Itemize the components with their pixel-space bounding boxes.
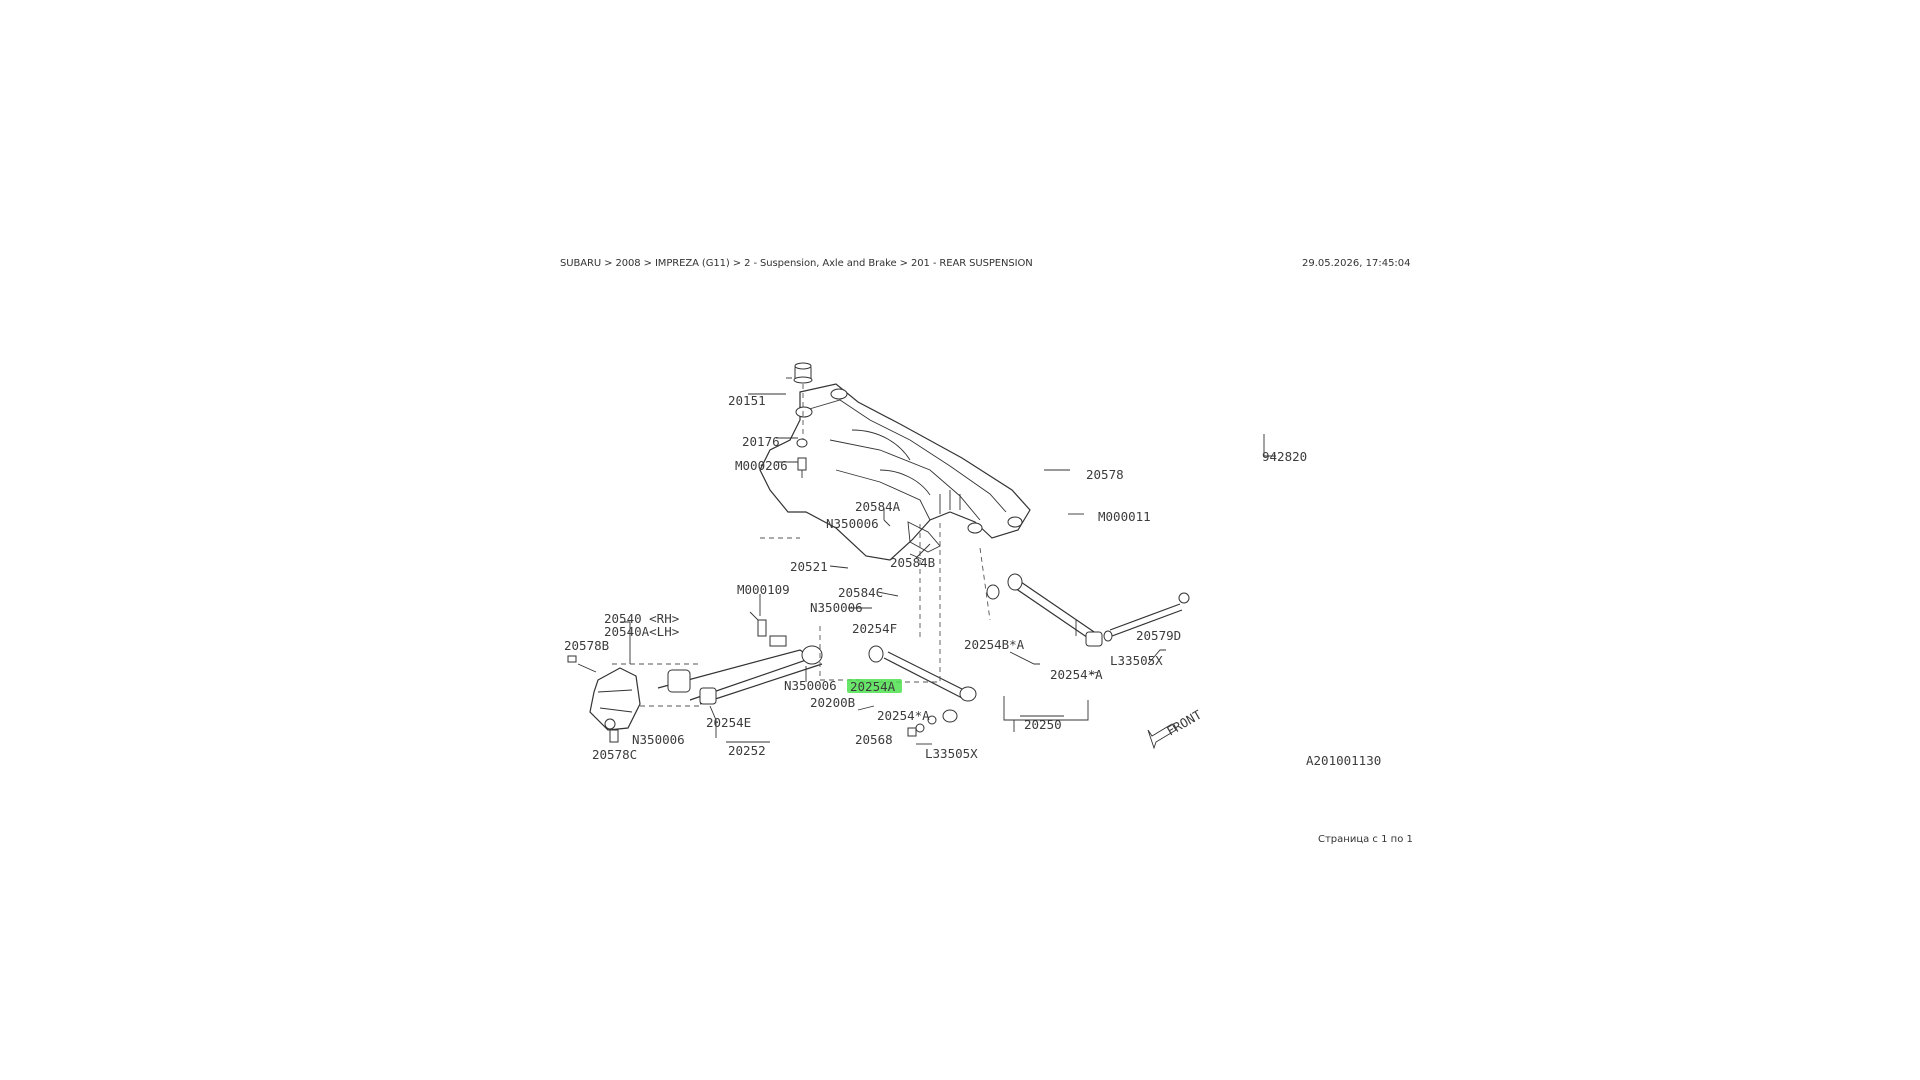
front-label: FRONT (1164, 707, 1204, 739)
trailing-link-drawing (567, 611, 860, 743)
part-label[interactable]: L33505X (1110, 653, 1163, 668)
part-label[interactable]: 20578 (1086, 467, 1124, 482)
part-label[interactable]: 20200B (810, 695, 855, 710)
part-label[interactable]: 20578B (564, 638, 609, 653)
part-label[interactable]: N350006 (810, 600, 863, 615)
timestamp: 29.05.2026, 17:45:04 (1302, 258, 1411, 269)
highlight-marker (847, 679, 902, 693)
part-label[interactable]: 20176 (742, 434, 780, 449)
part-label[interactable]: 20568 (855, 732, 893, 747)
top-mount-stack (786, 362, 813, 478)
front-direction-arrow: FRONT (1147, 707, 1204, 750)
part-label[interactable]: M000206 (735, 458, 788, 473)
part-label[interactable]: N350006 (784, 678, 837, 693)
part-label[interactable]: 20151 (728, 393, 766, 408)
lateral-links-drawing (868, 573, 1190, 737)
part-label[interactable]: 20254B*A (964, 637, 1025, 652)
breadcrumb: SUBARU > 2008 > IMPREZA (G11) > 2 - Susp… (560, 258, 1033, 269)
diagram-code: A201001130 (1306, 753, 1381, 768)
part-label[interactable]: 20579D (1136, 628, 1181, 643)
page-counter: Страница с 1 по 1 (1318, 834, 1413, 845)
part-label[interactable]: 20584C (838, 585, 883, 600)
part-label[interactable]: 20254E (706, 715, 751, 730)
part-label-selected[interactable]: 20254A (850, 679, 896, 694)
part-label[interactable]: 20521 (790, 559, 828, 574)
part-label[interactable]: 20254*A (1050, 667, 1103, 682)
part-label[interactable]: 20540A<LH> (604, 624, 679, 639)
part-label[interactable]: N350006 (632, 732, 685, 747)
part-label[interactable]: 20252 (728, 743, 766, 758)
part-label[interactable]: L33505X (925, 746, 978, 761)
part-label[interactable]: 20584B (890, 555, 935, 570)
part-label[interactable]: 20578C (592, 747, 637, 762)
part-labels: 20151 20176 M000206 20578 942820 20584A … (564, 393, 1381, 768)
part-label[interactable]: 20254F (852, 621, 897, 636)
part-label[interactable]: N350006 (826, 516, 879, 531)
rear-subframe-drawing (759, 383, 1031, 561)
leader-lines (620, 393, 1276, 745)
part-label[interactable]: M000109 (737, 582, 790, 597)
part-label[interactable]: 942820 (1262, 449, 1307, 464)
part-label[interactable]: 20584A (855, 499, 901, 514)
part-label[interactable]: 20540 <RH> (604, 611, 679, 626)
part-label[interactable]: M000011 (1098, 509, 1151, 524)
part-label[interactable]: 20250 (1024, 717, 1062, 732)
part-label[interactable]: 20254*A (877, 708, 930, 723)
